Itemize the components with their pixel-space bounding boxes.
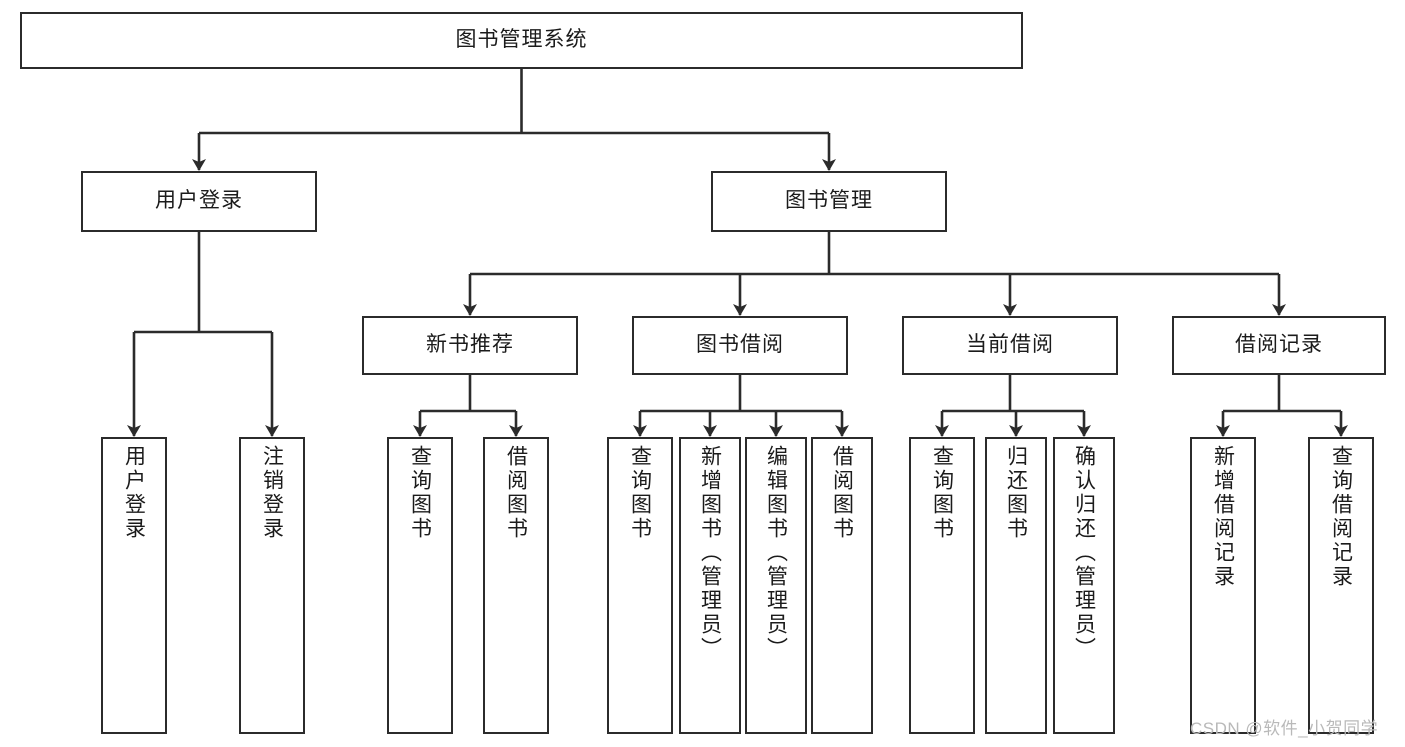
node-leaf_user_login[interactable]: 用户登录 (101, 437, 167, 734)
node-leaf_query_book_3[interactable]: 查询图书 (909, 437, 975, 734)
node-label: 归还图书 (1004, 445, 1028, 541)
node-label: 新增借阅记录 (1211, 445, 1235, 589)
node-label: 借阅记录 (1235, 333, 1323, 357)
node-label: 借阅图书 (830, 445, 854, 541)
node-book_manage[interactable]: 图书管理 (711, 171, 947, 232)
node-leaf_query_record[interactable]: 查询借阅记录 (1308, 437, 1374, 734)
node-label: 查询图书 (930, 445, 954, 541)
node-label: 注销登录 (260, 445, 284, 541)
node-leaf_add_book[interactable]: 新增图书（管理员） (679, 437, 741, 734)
node-label: 用户登录 (122, 445, 146, 541)
node-leaf_borrow_book_1[interactable]: 借阅图书 (483, 437, 549, 734)
node-root[interactable]: 图书管理系统 (20, 12, 1023, 69)
node-leaf_return_book[interactable]: 归还图书 (985, 437, 1047, 734)
node-label: 查询借阅记录 (1329, 445, 1353, 589)
node-label: 图书借阅 (696, 333, 784, 357)
node-current[interactable]: 当前借阅 (902, 316, 1118, 375)
node-leaf_edit_book[interactable]: 编辑图书（管理员） (745, 437, 807, 734)
node-label: 确认归还（管理员） (1072, 445, 1096, 661)
node-label: 编辑图书（管理员） (764, 445, 788, 661)
node-borrow[interactable]: 图书借阅 (632, 316, 848, 375)
node-label: 图书管理系统 (455, 28, 588, 52)
node-leaf_query_book_1[interactable]: 查询图书 (387, 437, 453, 734)
node-label: 图书管理 (785, 189, 873, 213)
node-leaf_add_record[interactable]: 新增借阅记录 (1190, 437, 1256, 734)
node-label: 用户登录 (155, 189, 243, 213)
node-leaf_confirm_return[interactable]: 确认归还（管理员） (1053, 437, 1115, 734)
node-label: 新书推荐 (426, 333, 514, 357)
watermark: CSDN @软件_小贺同学 (1190, 719, 1379, 738)
node-user_login[interactable]: 用户登录 (81, 171, 317, 232)
node-label: 借阅图书 (504, 445, 528, 541)
node-label: 查询图书 (628, 445, 652, 541)
node-new_book[interactable]: 新书推荐 (362, 316, 578, 375)
node-records[interactable]: 借阅记录 (1172, 316, 1386, 375)
node-leaf_query_book_2[interactable]: 查询图书 (607, 437, 673, 734)
node-label: 当前借阅 (966, 333, 1054, 357)
node-label: 新增图书（管理员） (698, 445, 722, 661)
node-label: 查询图书 (408, 445, 432, 541)
node-leaf_logout[interactable]: 注销登录 (239, 437, 305, 734)
node-leaf_borrow_book_2[interactable]: 借阅图书 (811, 437, 873, 734)
